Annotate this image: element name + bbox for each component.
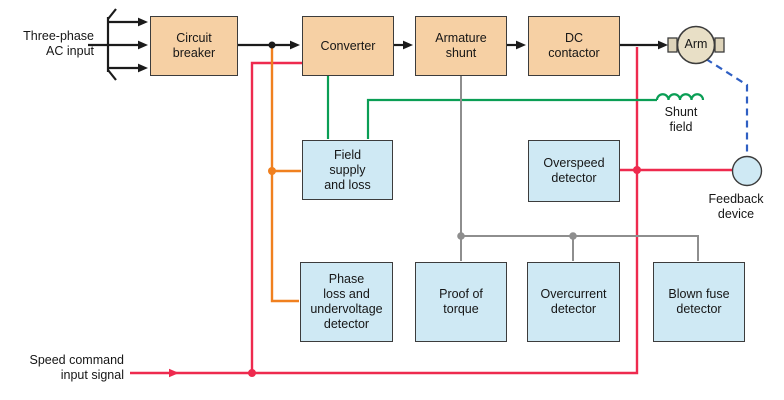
field-supply-box: Field supply and loss — [302, 140, 393, 200]
shunt-field-label: Shunt field — [664, 105, 698, 134]
wire-phase-monitor — [270, 46, 299, 303]
dc-contactor-box: DC contactor — [528, 16, 620, 76]
blown-fuse-detector-box: Blown fuse detector — [653, 262, 745, 342]
arrowhead — [138, 40, 148, 50]
motor-armature-label: Arm — [684, 37, 708, 51]
shunt-field-coil — [655, 93, 705, 101]
arrowhead — [403, 40, 413, 50]
wire-motor-to-feedback-dashed — [705, 58, 749, 155]
wire-speed-command — [130, 47, 639, 375]
junction-dot — [248, 369, 256, 377]
junction-dot — [633, 166, 641, 174]
circuit-breaker-box: Circuit breaker — [150, 16, 238, 76]
motor-right-tab — [714, 37, 725, 53]
wire-speed-to-converter — [250, 61, 302, 372]
armature-shunt-box: Armature shunt — [415, 16, 507, 76]
arrowhead — [138, 63, 148, 73]
motor-armature-circle — [676, 25, 716, 65]
arrowhead — [516, 40, 526, 50]
speed-command-label: Speed command input signal — [29, 353, 124, 382]
feedback-device-label: Feedback device — [708, 192, 764, 221]
arrowhead — [658, 40, 668, 50]
junction-dot — [268, 167, 276, 175]
wire-field-supply-to-shunt-field — [366, 98, 657, 139]
junction-dot — [569, 232, 577, 240]
junction-dot — [457, 232, 465, 240]
arrowhead — [138, 17, 148, 27]
wire-detector-bus — [461, 235, 699, 261]
three-phase-input-label: Three-phase AC input — [23, 29, 94, 58]
arrowhead — [169, 368, 179, 378]
motor-left-tab — [667, 37, 678, 53]
arrowhead — [290, 40, 300, 50]
overcurrent-detector-box: Overcurrent detector — [527, 262, 620, 342]
junction-dot — [268, 41, 276, 49]
overspeed-detector-box: Overspeed detector — [528, 140, 620, 202]
proof-of-torque-box: Proof of torque — [415, 262, 507, 342]
phase-loss-detector-box: Phase loss and undervoltage detector — [300, 262, 393, 342]
feedback-device-circle — [731, 155, 763, 187]
converter-box: Converter — [302, 16, 394, 76]
